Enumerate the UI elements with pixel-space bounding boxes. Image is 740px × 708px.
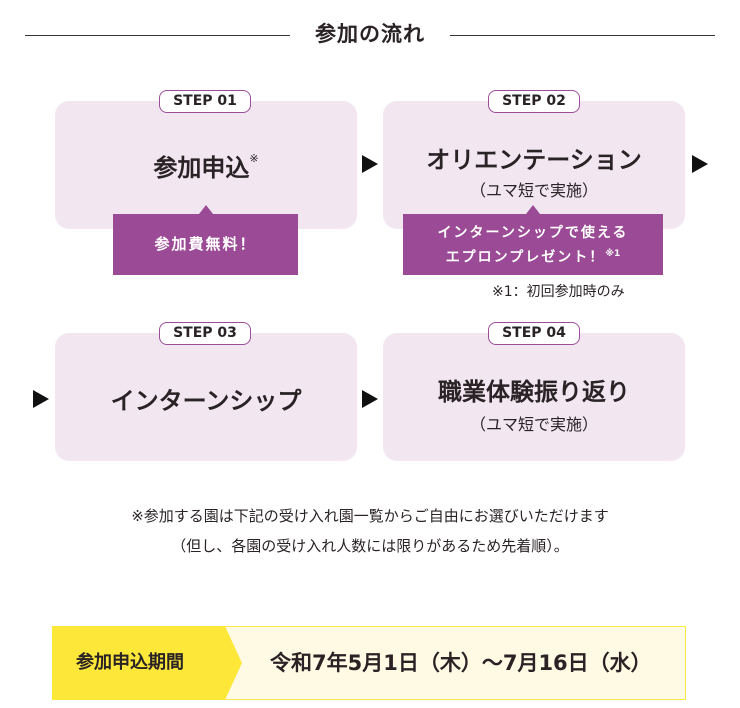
step-03-title: インターンシップ [110,387,302,415]
apron-callout: インターンシップで使える エプロンプレゼント！※1 [403,205,663,275]
step-04-title: 職業体験振り返り [438,378,630,406]
period-label: 参加申込期間 [52,626,242,700]
period-value: 令和7年5月1日（木）～7月16日（水） [270,651,652,675]
apron-callout-line2: エプロンプレゼント！※1 [403,244,663,269]
step-02-title: オリエンテーション [426,146,642,174]
step-01-title: 参加申込※ [55,148,357,183]
free-callout: 参加費無料！ [113,205,298,275]
arrow-right-icon [362,155,378,173]
arrow-right-icon [33,390,49,408]
title-rule-left [25,35,290,36]
step-01-mark: ※ [249,152,259,165]
step-04-badge: STEP 04 [488,322,580,345]
footnote-line1: ※参加する園は下記の受け入れ園一覧からご自由にお選びいただけます [131,507,609,525]
step-01-badge: STEP 01 [159,90,251,113]
apron-callout-mark: ※1 [605,249,621,259]
arrow-right-icon [692,155,708,173]
step-04-card [383,333,685,461]
step-02-badge: STEP 02 [488,90,580,113]
step-02-sub: （ユマ短で実施） [469,181,598,200]
apron-callout-line2-text: エプロンプレゼント！ [445,249,606,266]
arrow-right-icon [362,390,378,408]
apron-note: ※1：初回参加時のみ [492,284,625,300]
title-rule-right [450,35,715,36]
step-03-badge: STEP 03 [159,322,251,345]
step-04-sub: （ユマ短で実施） [469,415,598,434]
section-title-text: 参加の流れ [305,22,435,46]
footnote-line2: （但し、各園の受け入れ人数には限りがあるため先着順）。 [171,537,569,555]
step-01-title-text: 参加申込 [153,154,250,182]
section-title: 参加の流れ [0,18,740,48]
step-03-card [55,333,357,461]
apron-callout-line1: インターンシップで使える [437,225,629,241]
